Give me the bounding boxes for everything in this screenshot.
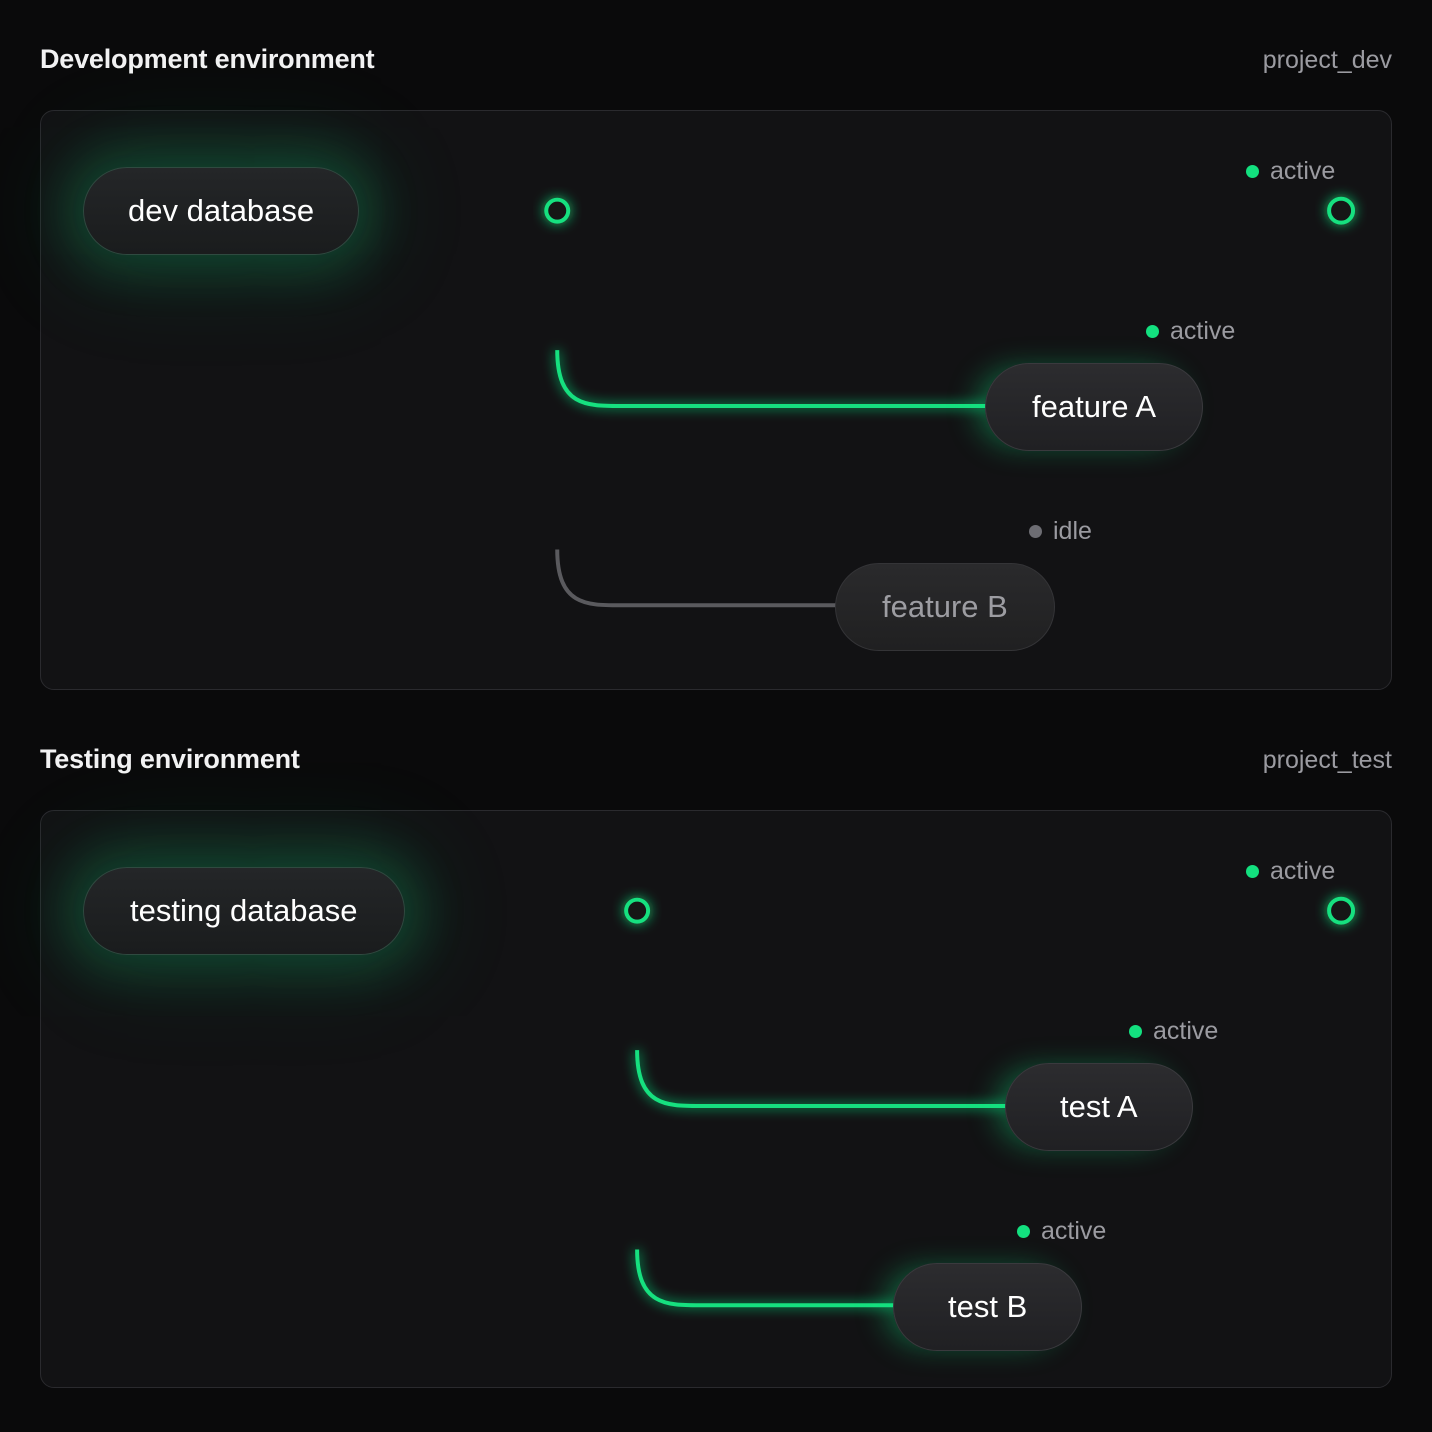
- status-dot-icon: [1146, 325, 1159, 338]
- node-feature-b[interactable]: feature B: [835, 563, 1055, 651]
- status-badge-trunk-testing: active: [1246, 857, 1335, 886]
- status-dot-icon: [1129, 1025, 1142, 1038]
- section-header-development: Development environment project_dev: [40, 44, 1392, 75]
- status-label: idle: [1053, 517, 1092, 545]
- node-label: feature A: [1032, 389, 1157, 424]
- page-title-testing: Testing environment: [40, 744, 300, 774]
- node-label: dev database: [128, 193, 315, 228]
- node-dev-database[interactable]: dev database: [83, 167, 360, 255]
- status-dot-icon: [1029, 525, 1042, 538]
- status-label: active: [1041, 1217, 1107, 1245]
- status-dot-icon: [1246, 165, 1259, 178]
- node-label: feature B: [882, 589, 1008, 624]
- panel-testing: testing database active active test A ac…: [40, 810, 1392, 1388]
- node-label: testing database: [130, 893, 358, 928]
- node-label: test A: [1060, 1089, 1138, 1124]
- status-dot-icon: [1246, 865, 1259, 878]
- status-badge-test-b: active: [1017, 1217, 1106, 1246]
- project-label-development: project_dev: [1262, 46, 1392, 74]
- status-label: active: [1170, 317, 1236, 345]
- connector-wires-development: [384, 196, 1356, 608]
- node-testing-database[interactable]: testing database: [83, 867, 405, 955]
- status-badge-feature-a: active: [1146, 317, 1235, 346]
- section-header-testing: Testing environment project_test: [40, 744, 1392, 775]
- node-feature-a[interactable]: feature A: [985, 363, 1204, 451]
- node-test-b[interactable]: test B: [893, 1263, 1083, 1351]
- status-badge-test-a: active: [1129, 1017, 1218, 1046]
- project-label-testing: project_test: [1262, 746, 1392, 774]
- panel-development: dev database active active feature A idl…: [40, 110, 1392, 690]
- connector-wires-testing: [476, 896, 1356, 1308]
- node-label: test B: [948, 1289, 1028, 1324]
- status-label: active: [1270, 857, 1336, 885]
- status-badge-trunk-development: active: [1246, 157, 1335, 186]
- status-badge-feature-b: idle: [1029, 517, 1092, 546]
- page-title-development: Development environment: [40, 44, 375, 74]
- status-dot-icon: [1017, 1225, 1030, 1238]
- status-label: active: [1153, 1017, 1219, 1045]
- status-label: active: [1270, 157, 1336, 185]
- node-test-a[interactable]: test A: [1005, 1063, 1193, 1151]
